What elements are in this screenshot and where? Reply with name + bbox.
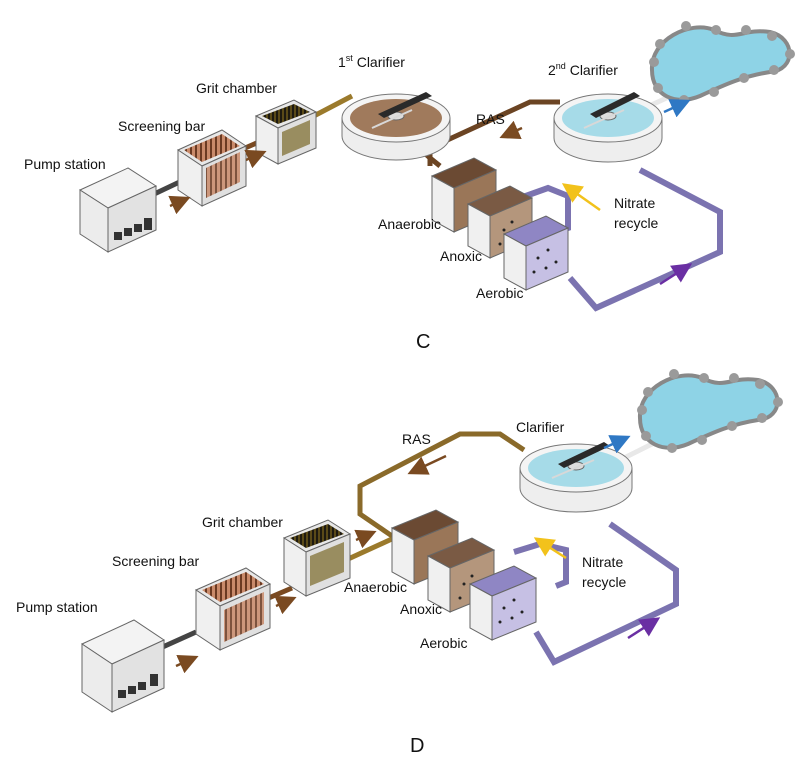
pipe-grit-to-anaerobic <box>344 535 396 563</box>
panel-d: Pump station Screening bar Grit chamber … <box>16 369 783 757</box>
flow-arrow-1 <box>168 195 191 215</box>
grit-chamber <box>254 99 318 165</box>
pipe-grit-to-clarifier <box>308 93 354 121</box>
screening-bar <box>194 567 272 651</box>
label-screening-bar: Screening bar <box>112 553 200 569</box>
effluent-arrow <box>603 435 631 454</box>
nitrate-arrow <box>533 537 567 560</box>
aerobic-tank <box>468 565 538 641</box>
aerobic-tank <box>502 215 570 291</box>
panel-letter-c: C <box>416 331 430 353</box>
recycle-arrow <box>627 617 661 640</box>
label-first-clarifier: 1st Clarifier <box>338 53 405 70</box>
label-recycle: recycle <box>582 574 627 590</box>
label-nitrate: Nitrate <box>582 554 623 570</box>
pump-station <box>80 619 166 713</box>
grit-chamber <box>282 519 352 597</box>
anoxic-tank <box>426 537 496 613</box>
label-screening-bar: Screening bar <box>118 118 206 134</box>
flow-arrow-1 <box>175 654 199 674</box>
pump-station <box>78 167 158 253</box>
nitrate-recycle-pipe <box>513 540 569 589</box>
effluent-arrow <box>663 99 691 118</box>
label-grit-chamber: Grit chamber <box>196 80 277 96</box>
effluent-pond <box>649 21 795 105</box>
label-pump-station: Pump station <box>16 599 98 615</box>
flow-arrow-2 <box>274 595 297 615</box>
label-second-clarifier: 2nd Clarifier <box>548 61 618 78</box>
label-grit-chamber: Grit chamber <box>202 514 283 530</box>
label-recycle: recycle <box>614 215 659 231</box>
label-anaerobic: Anaerobic <box>378 216 441 232</box>
label-anoxic: Anoxic <box>440 248 482 264</box>
clarifier <box>519 442 633 513</box>
ras-pipe <box>427 99 560 166</box>
return-pipe <box>533 521 679 666</box>
ras-arrow <box>407 454 447 475</box>
label-clarifier: Clarifier <box>516 419 565 435</box>
label-aerobic: Aerobic <box>476 285 523 301</box>
panel-letter-d: D <box>410 735 424 757</box>
label-anoxic: Anoxic <box>400 601 442 617</box>
label-aerobic: Aerobic <box>420 635 467 651</box>
screening-bar <box>176 129 248 207</box>
ras-arrow <box>499 120 523 140</box>
label-ras: RAS <box>476 111 505 127</box>
flow-arrow-3 <box>354 529 377 549</box>
flow-arrow-2 <box>244 149 267 169</box>
return-pipe <box>567 167 723 312</box>
nitrate-arrow <box>561 183 601 212</box>
first-clarifier <box>341 92 451 161</box>
label-ras: RAS <box>402 431 431 447</box>
label-anaerobic: Anaerobic <box>344 579 407 595</box>
effluent-pond <box>637 369 783 453</box>
panel-c: Pump station Screening bar Grit chamber … <box>24 21 795 353</box>
recycle-arrow <box>659 263 693 286</box>
second-clarifier <box>553 92 663 163</box>
label-nitrate: Nitrate <box>614 195 655 211</box>
label-pump-station: Pump station <box>24 156 106 172</box>
